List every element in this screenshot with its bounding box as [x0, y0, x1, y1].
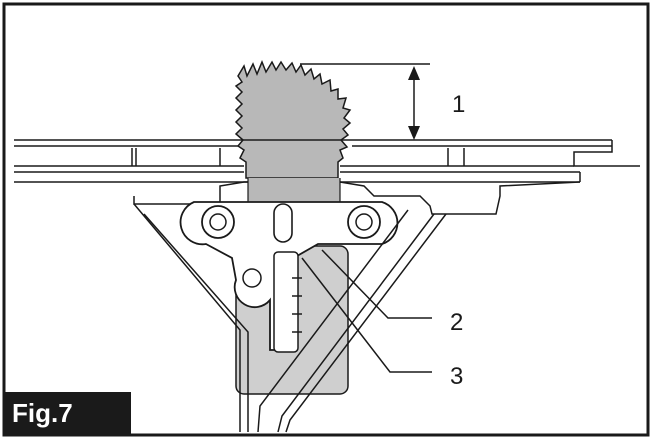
callout-3: 3 [450, 363, 463, 390]
base-plate [133, 181, 581, 215]
depth-arrow-up-head [408, 66, 420, 80]
saw-blade [234, 60, 352, 179]
pivot-hole [242, 268, 262, 288]
table-plates [14, 139, 640, 183]
leader-2 [321, 249, 432, 319]
callout-1: 1 [452, 91, 465, 118]
scale-ticks [292, 277, 302, 333]
leader-3 [301, 257, 432, 373]
left-screw-head [209, 213, 227, 231]
depth-scale [273, 251, 299, 353]
depth-arrow-down-head [408, 126, 420, 140]
figure-label: Fig.7 [4, 392, 131, 434]
slot [273, 203, 293, 243]
callout-2: 2 [450, 309, 463, 336]
right-screw-head [355, 213, 373, 231]
support-rods [133, 203, 447, 433]
